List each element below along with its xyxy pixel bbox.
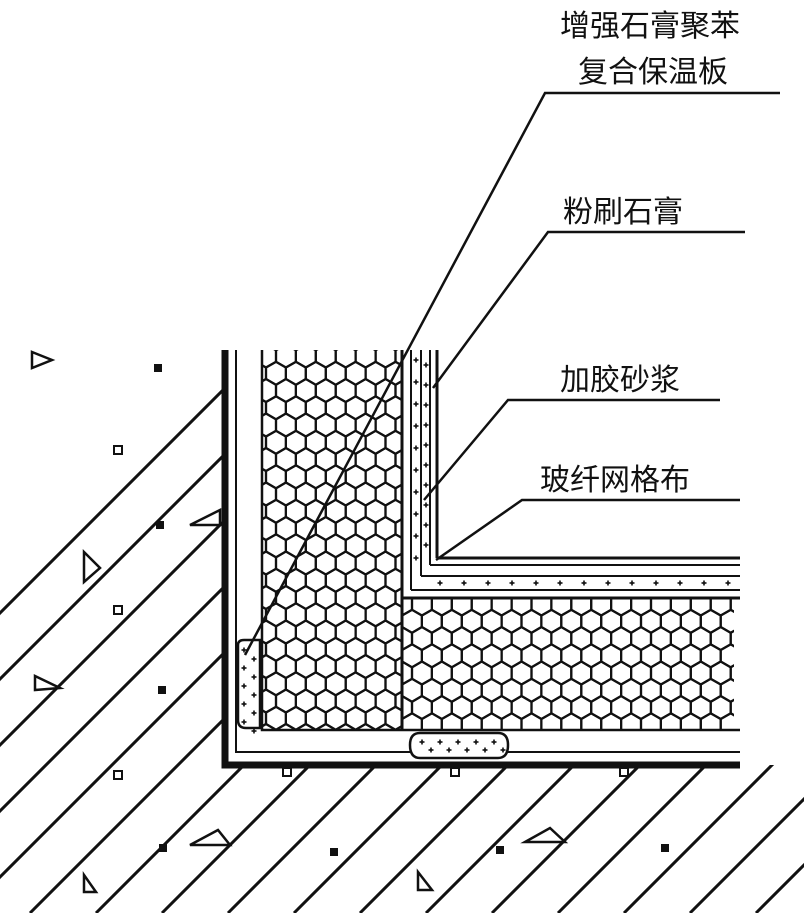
aggregate-stone	[113, 770, 123, 780]
foam-cell	[741, 713, 761, 736]
aggregate-stone	[113, 605, 123, 615]
foam-cell	[580, 712, 603, 730]
foam-cell	[402, 712, 423, 730]
aggregate-triangle	[520, 826, 569, 844]
foam-cell	[236, 448, 256, 471]
aggregate-stone	[113, 445, 123, 455]
foam-cell	[374, 722, 397, 730]
aggregate-dot	[661, 844, 669, 852]
aggregate-stone	[450, 767, 460, 777]
aggregate-dot	[154, 364, 162, 372]
aggregate-triangle	[82, 871, 99, 894]
foam-cell	[741, 679, 761, 702]
aggregate-dot	[330, 848, 338, 856]
aggregate-triangle	[416, 868, 435, 892]
leader-lines	[243, 91, 780, 656]
label-board-line1: 增强石膏聚苯	[560, 9, 740, 44]
adhesive-blob-corner	[236, 638, 262, 730]
adhesive-layer	[235, 350, 740, 753]
hatch-line	[160, 330, 764, 913]
label-mesh: 玻纤网格布	[540, 463, 690, 498]
foam-cell	[440, 712, 463, 730]
aggregate-dot	[159, 844, 167, 852]
aggregate-dot	[496, 846, 504, 854]
wall-outline	[221, 350, 740, 769]
hatch-line	[556, 330, 804, 913]
aggregate-triangle	[33, 674, 65, 692]
foam-cell	[294, 722, 317, 730]
hatch-line	[292, 330, 804, 913]
foam-cell	[354, 722, 377, 730]
foam-cell	[314, 722, 337, 730]
foam-cell	[236, 552, 256, 575]
leader-mesh	[435, 498, 740, 562]
aggregate-stone	[282, 767, 292, 777]
foam-cell	[236, 517, 256, 540]
adhesive-blob-base	[408, 731, 510, 760]
hatch-line	[622, 330, 804, 913]
aggregate-triangle	[189, 828, 233, 847]
foam-cell	[405, 569, 425, 592]
foam-cell	[236, 345, 256, 368]
label-mortar: 加胶砂浆	[560, 363, 680, 398]
hatch-line	[0, 330, 302, 913]
aggregate-stone	[619, 767, 629, 777]
concrete-aggregate	[30, 350, 669, 894]
hatch-line	[0, 330, 500, 913]
aggregate-dot	[158, 686, 166, 694]
aggregate-dot	[156, 521, 164, 529]
foam-cell	[405, 500, 425, 523]
foam-cell	[334, 722, 357, 730]
foam-cell	[480, 712, 503, 730]
eps-foam-vertical	[236, 345, 425, 730]
mortar-plus-marks	[241, 357, 731, 753]
foam-cell	[741, 610, 761, 633]
foam-cell	[236, 586, 256, 609]
leader-board	[243, 91, 780, 656]
hatch-line	[688, 330, 804, 913]
foam-cell	[719, 712, 734, 730]
foam-cell	[540, 712, 563, 730]
aggregate-triangle	[82, 548, 102, 585]
foam-cell	[262, 722, 278, 730]
foam-cell	[500, 712, 523, 730]
foam-cell	[405, 396, 425, 419]
foam-cell	[520, 712, 543, 730]
leader-plaster	[431, 230, 745, 389]
foam-cell	[679, 712, 702, 730]
foam-cell	[560, 712, 583, 730]
foam-cell	[600, 712, 623, 730]
foam-cell	[236, 414, 256, 437]
aggregate-triangle	[30, 350, 56, 370]
foam-cell	[274, 722, 297, 730]
leader-mortar	[423, 398, 720, 501]
eps-foam-horizontal	[402, 598, 761, 736]
foam-cell	[619, 712, 643, 730]
foam-cell	[236, 483, 256, 506]
aggregate-triangle	[189, 507, 222, 527]
foam-cell	[699, 712, 722, 730]
foam-cell	[460, 712, 483, 730]
foam-cell	[659, 712, 683, 730]
label-board-line2: 复合保温板	[578, 55, 728, 90]
foam-cell	[236, 379, 256, 402]
foam-cell	[639, 712, 663, 730]
foam-cell	[741, 644, 761, 667]
foam-cell	[420, 712, 443, 730]
label-plaster: 粉刷石膏	[563, 195, 683, 230]
